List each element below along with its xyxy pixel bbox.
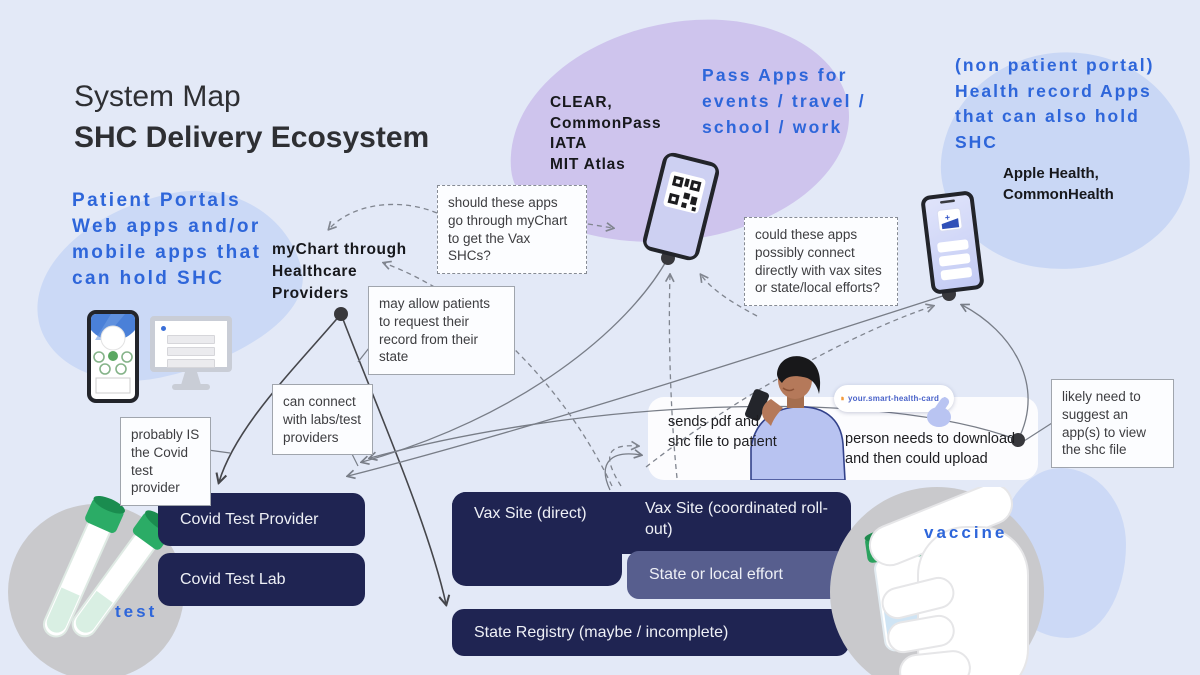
title-line2: SHC Delivery Ecosystem [74,121,430,154]
portal-app-screen [91,314,135,394]
health-apps-examples: Apple Health, CommonHealth [1003,165,1114,203]
note-may-allow: may allow patients to request their reco… [368,286,515,376]
hand-vaccine-illustration [864,483,1029,675]
note-could-apps: could these apps possibly connect direct… [744,217,898,307]
vax-site-direct-label: Vax Site (direct) [474,505,587,522]
heading-patient-portals: Patient Portals Web apps and/or mobile a… [72,190,262,289]
test-circle [8,495,184,675]
test-tubes-illustration [42,495,172,638]
dash-should-to-mychart [329,203,438,229]
monitor-base [172,384,210,390]
svg-text:+: + [944,212,950,223]
pass-app-phone [640,150,722,263]
note-should-apps: should these apps go through myChart to … [437,185,587,275]
heading-mychart: myChart through Healthcare Providers [272,241,407,302]
tick-probably-box [207,449,231,454]
vaccine-circle [830,483,1044,675]
state-or-local-effort-box: State or local effort [627,551,848,599]
note-sends-pdf: sends pdf and shc file to patient [668,414,777,450]
qr-code [663,171,706,214]
note-likely-suggest: likely need to suggest an app(s) to view… [1051,379,1174,469]
pass-apps-examples: CLEAR, CommonPass IATA MIT Atlas [550,94,662,173]
state-registry-box: State Registry (maybe / incomplete) [452,609,849,656]
label-test: test [115,602,158,621]
monitor-stand [181,372,201,385]
note-person-download: person needs to download and then could … [845,431,1016,467]
patient-portal-phone [87,310,139,403]
monitor-dot [161,326,166,331]
patient-portal-monitor [150,316,232,372]
covid-test-lab-box: Covid Test Lab [158,553,365,606]
cursor-hand-icon [927,397,951,427]
heading-pass-apps: Pass Apps for events / travel / school /… [702,65,866,137]
heading-health-record-apps: (non patient portal) Health record Apps … [955,55,1155,152]
health-app-screen: + [936,199,972,281]
note-can-connect: can connect with labs/test providers [272,384,373,456]
note-probably-provider: probably IS the Covid test provider [120,417,211,507]
node-mychart [334,307,348,321]
dash-vax-to-sendspdf [609,446,638,487]
title-line1: System Map [74,80,241,113]
vax-site-coordinated-label: Vax Site (coordinated roll-out) [645,500,828,538]
page-title: System Map SHC Delivery Ecosystem [74,76,429,158]
label-vaccine: vaccine [924,523,1008,542]
tick-canconnect-box [351,453,359,467]
health-record-phone: + [920,190,985,295]
line-vax-to-sendspdf [604,454,641,491]
vax-site-box [452,492,851,554]
